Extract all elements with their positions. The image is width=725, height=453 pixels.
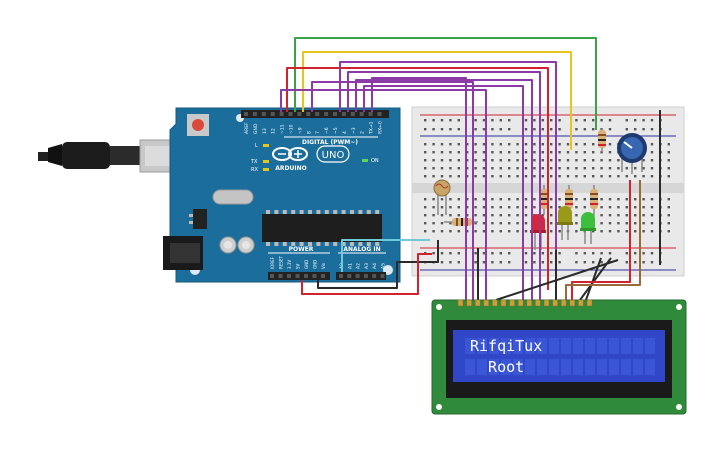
digital-pin-label: TX→1 — [369, 121, 375, 135]
wire-black — [317, 261, 432, 289]
wire-purple — [371, 77, 467, 300]
digital-pin-label: 7 — [315, 131, 321, 134]
analog-pin-label: A5 — [381, 263, 387, 269]
wire-purple — [347, 71, 541, 300]
power-pin-label: GND — [304, 260, 309, 269]
chip-pins — [266, 210, 380, 246]
led-rx-label: RX — [251, 167, 258, 173]
power-pin-label: 5V — [296, 263, 301, 269]
analog-label: ANALOG IN — [343, 246, 380, 253]
wire-purple — [363, 85, 524, 300]
digital-pin-label: 4 — [342, 131, 348, 134]
yellow-led — [557, 206, 573, 240]
lcd-16x2: RifqiTux Root — [431, 299, 687, 415]
capacitor — [237, 236, 255, 254]
atmega-chip — [262, 214, 382, 242]
digital-pin-label: GND — [253, 123, 259, 134]
wire-purple — [280, 89, 487, 300]
wires — [280, 37, 661, 301]
lcd-pin-header — [457, 299, 593, 307]
wire-brown — [565, 180, 641, 300]
lcd-line-1: RifqiTux — [470, 337, 542, 355]
potentiometer[interactable] — [617, 133, 647, 174]
power-pin-label: 3.3V — [287, 260, 292, 269]
digital-pin-label: RX←0 — [378, 121, 384, 134]
digital-pin-label: ~10 — [289, 124, 295, 134]
resistor — [598, 128, 606, 152]
analog-pin-label: A2 — [356, 263, 362, 269]
lcd-line-2: Root — [470, 358, 524, 376]
resistor — [540, 185, 548, 215]
digital-header — [241, 110, 389, 118]
photoresistor — [433, 179, 451, 215]
digital-label: DIGITAL (PWM~) — [302, 139, 358, 146]
digital-pin-label: ~6 — [324, 127, 330, 134]
wire-green — [294, 37, 597, 130]
crystal — [212, 189, 254, 205]
wire-purple — [311, 81, 474, 300]
digital-pin-label: ~3 — [351, 127, 357, 134]
wire-black — [432, 240, 439, 263]
led-tx-label: TX — [250, 159, 258, 165]
wire-yellow — [302, 51, 572, 150]
led-l-label: L — [255, 143, 258, 149]
wire-black — [495, 259, 619, 301]
power-pin-label: RESET — [279, 256, 284, 269]
green-led — [580, 212, 596, 244]
arduino-logo — [272, 147, 308, 161]
digital-pin-label: 13 — [262, 128, 268, 134]
power-pin-label: Vin — [321, 262, 326, 269]
arduino-logo-text: ARDUINO — [275, 165, 306, 172]
analog-header — [336, 272, 386, 280]
wire-purple — [355, 79, 533, 300]
resistor — [565, 185, 573, 215]
digital-pin-label: ~11 — [280, 124, 286, 134]
capacitor — [219, 236, 237, 254]
wire-purple — [339, 61, 557, 300]
digital-pin-label: ~5 — [333, 127, 339, 134]
power-label: POWER — [289, 246, 314, 253]
digital-pin-label: 2 — [360, 131, 366, 134]
on-label: ON — [371, 158, 379, 164]
wire-black — [585, 257, 602, 301]
digital-pin-label: 8 — [306, 131, 312, 134]
wire-red — [571, 180, 631, 300]
digital-pin-label: 12 — [271, 128, 277, 134]
wire-cyan — [341, 239, 430, 272]
digital-pin-label: AREF — [244, 122, 250, 134]
power-pin-label: GND — [313, 260, 318, 269]
digital-pin-label: ~9 — [297, 127, 303, 134]
analog-pin-label: A4 — [372, 263, 378, 269]
resistor — [590, 185, 598, 215]
analog-pin-label: A1 — [347, 263, 353, 269]
wire-red — [301, 253, 432, 295]
analog-pin-label: A3 — [364, 263, 370, 269]
uno-logo-text: UNO — [322, 150, 345, 161]
power-pin-label: IOREF — [270, 256, 275, 269]
